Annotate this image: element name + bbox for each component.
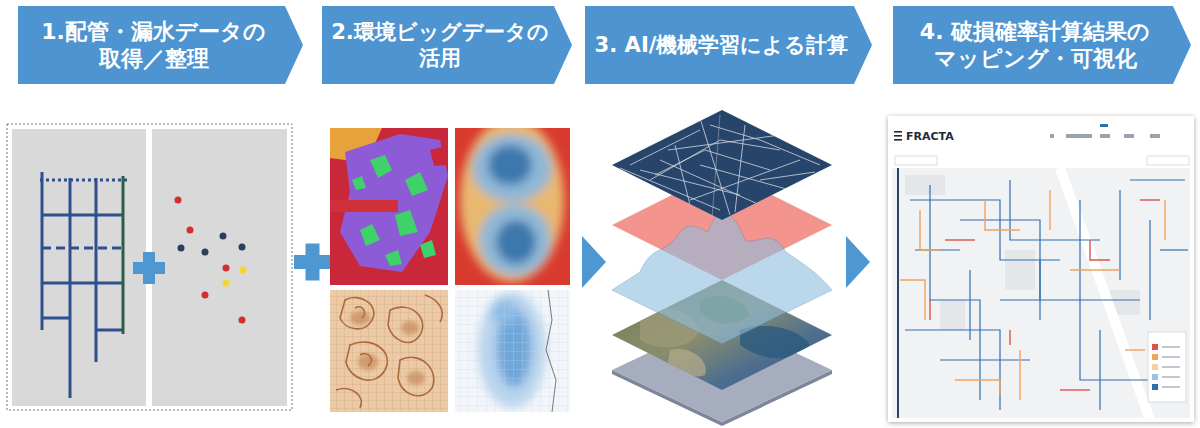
banner-text-block: 2.環境ビッグデータの 活用	[328, 19, 552, 72]
banner-text-block: 1.配管・漏水データの 取得／整理	[24, 18, 283, 73]
chevron-shape	[893, 6, 1191, 84]
step-title: 2.環境ビッグデータの 活用	[328, 19, 552, 72]
chevron-fill	[322, 6, 572, 84]
ai-layer-stack	[612, 110, 832, 426]
environment-maps	[330, 118, 570, 412]
step-banner: 4. 破損確率計算結果の マッピング・可視化	[893, 6, 1191, 84]
chevron-fill	[18, 6, 303, 84]
step-title: 3. AI/機械学習による計算	[591, 32, 852, 58]
step-title: 4. 破損確率計算結果の マッピング・可視化	[899, 18, 1171, 73]
pipe-leak-panel	[7, 124, 292, 410]
chevron-shape	[18, 6, 303, 84]
step-banner: 3. AI/機械学習による計算	[585, 6, 872, 84]
plus-sign	[133, 252, 165, 284]
step-banner: 1.配管・漏水データの 取得／整理	[18, 6, 303, 84]
banner-text-block: 3. AI/機械学習による計算	[591, 32, 852, 58]
banner-text-block: 4. 破損確率計算結果の マッピング・可視化	[899, 18, 1171, 73]
flow-arrow	[846, 236, 870, 288]
step-title: 1.配管・漏水データの 取得／整理	[24, 18, 283, 73]
step-banner: 2.環境ビッグデータの 活用	[322, 6, 572, 84]
plus-sign	[294, 244, 331, 281]
flow-arrow	[582, 236, 606, 288]
chevron-fill	[893, 6, 1191, 84]
chevron-fill	[585, 6, 872, 84]
brand-label: FRACTA	[906, 130, 954, 143]
map-dashboard	[888, 116, 1194, 422]
